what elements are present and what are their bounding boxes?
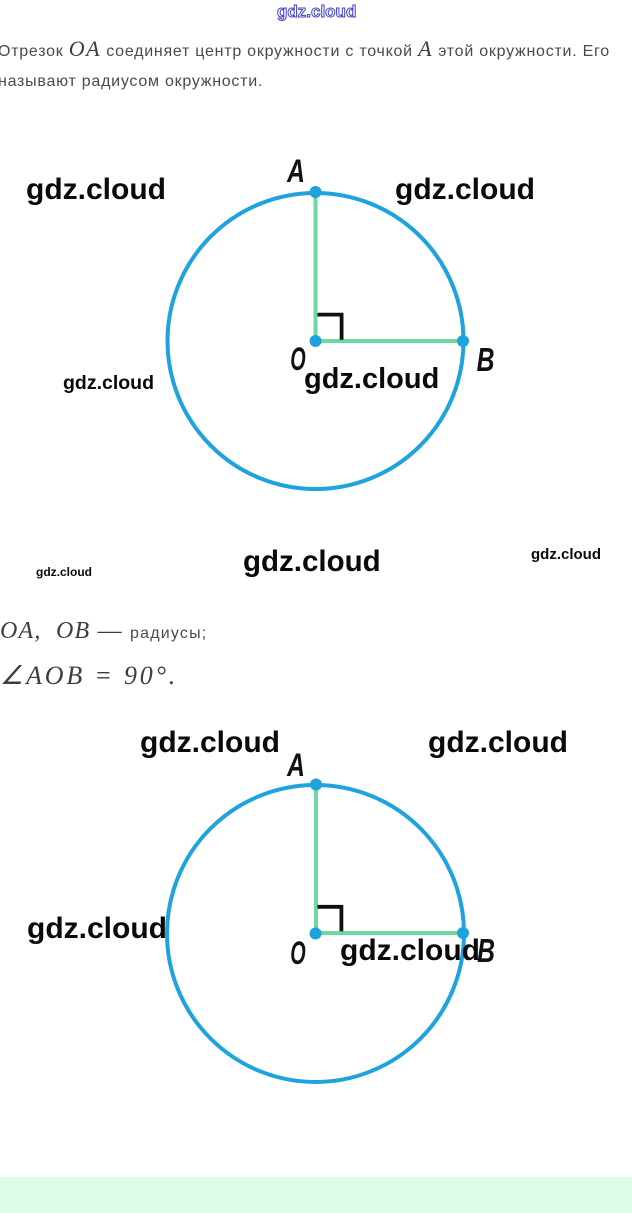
svg-text:B: B (477, 343, 495, 379)
svg-text:O: O (290, 935, 306, 971)
svg-text:B: B (477, 934, 495, 970)
svg-text:A: A (286, 748, 305, 784)
svg-text:A: A (286, 154, 305, 190)
svg-text:O: O (290, 341, 306, 377)
